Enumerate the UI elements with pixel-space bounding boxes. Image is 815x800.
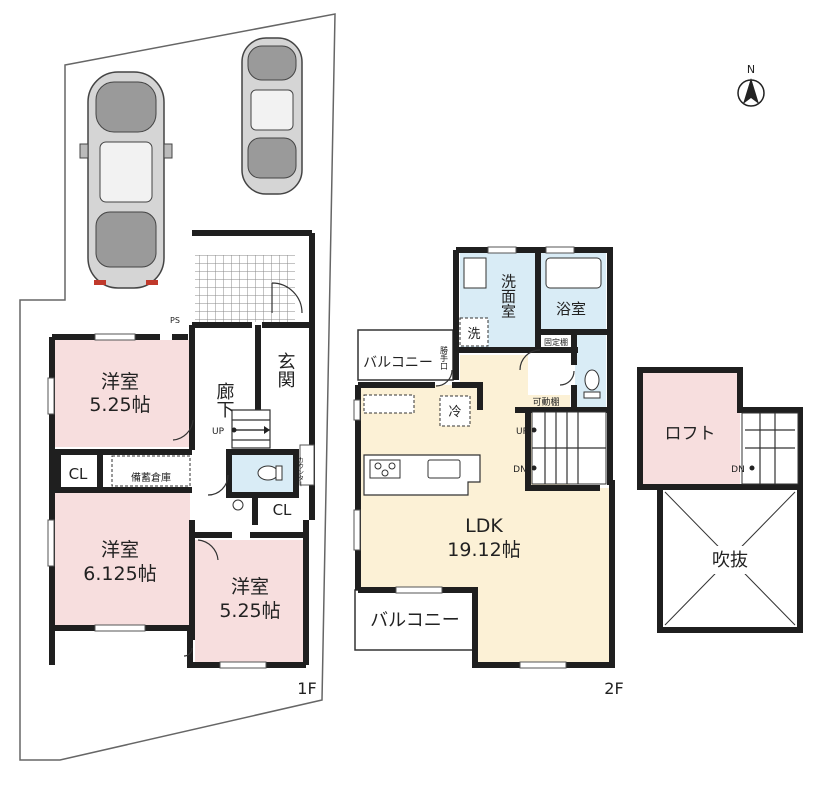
- svg-text:冷: 冷: [448, 405, 461, 420]
- ps-label: PS: [170, 316, 180, 325]
- room-c-fill: [195, 540, 305, 665]
- back-door-label: 勝手口: [440, 345, 449, 370]
- dn-label-2f: DN: [513, 465, 527, 475]
- stair-icon: [531, 411, 607, 485]
- tiled-porch: [195, 255, 295, 322]
- windows-1f: [47, 333, 315, 669]
- car-icon: [79, 71, 173, 289]
- up-label-1f: UP: [212, 427, 225, 437]
- toilet-icon: [583, 369, 601, 399]
- corridor-label: 廊下: [214, 382, 235, 418]
- entrance-label: 玄関: [275, 352, 296, 388]
- loft-label: ロフト: [665, 424, 716, 444]
- north-arrow-icon: N: [737, 63, 765, 107]
- room-a-fill: [52, 340, 190, 447]
- room-a-name: 洋室: [101, 371, 139, 393]
- room-c-size: 5.25帖: [219, 600, 280, 622]
- floor2-label: 2F: [604, 679, 623, 698]
- toilet-icon: [257, 465, 283, 481]
- room-a-size: 5.25帖: [89, 394, 150, 416]
- balcony-top-label: バルコニー: [363, 355, 433, 371]
- floor1-label: 1F: [297, 679, 316, 698]
- room-b-fill: [52, 490, 190, 625]
- closet-1-label: CL: [69, 465, 88, 483]
- void-label-bg: [700, 546, 760, 574]
- dn-label-loft: DN: [731, 465, 745, 475]
- svg-text:洗: 洗: [467, 327, 480, 342]
- sink-icon: [232, 499, 244, 511]
- fridge-icon: 冷: [439, 395, 471, 427]
- stove-icon: [369, 459, 401, 479]
- bathtub-icon: [545, 257, 602, 289]
- car-icon: [241, 37, 303, 195]
- fixed-shelf-label: 固定棚: [544, 337, 568, 347]
- bath-label: 浴室: [556, 300, 586, 318]
- wall-door-arcs-2f: [435, 349, 575, 387]
- wall-door-arcs-1f: [172, 282, 303, 657]
- stair-icon: [231, 409, 271, 449]
- washroom-label: 洗面室: [499, 274, 517, 319]
- walls-loft: [637, 367, 803, 633]
- movable-shelf-label: 可動棚: [532, 396, 559, 408]
- loft-room-fill: [640, 372, 740, 487]
- balcony-bottom-label: バルコニー: [370, 610, 460, 631]
- ldk-size: 19.12帖: [447, 539, 520, 561]
- up-label-2f: UP: [516, 427, 529, 437]
- room-b-name: 洋室: [101, 539, 139, 561]
- windows-2f: [353, 246, 575, 669]
- room-b-size: 6.125帖: [83, 563, 156, 585]
- balcony-bottom: [354, 589, 476, 651]
- kitchen-sink: [427, 459, 461, 479]
- counter-label: カウンター: [297, 457, 304, 487]
- storage-label: 備蓄倉庫: [131, 471, 171, 484]
- ldk-name: LDK: [465, 515, 503, 537]
- svg-text:N: N: [747, 63, 755, 76]
- closet-2-label: CL: [273, 501, 292, 519]
- stair-icon: [745, 413, 795, 484]
- void-label: 吹抜: [712, 550, 748, 571]
- vanity: [463, 257, 487, 289]
- washer-icon: 洗: [459, 317, 489, 347]
- room-c-name: 洋室: [231, 576, 269, 598]
- storage-band: [111, 455, 191, 487]
- cupboard: [363, 394, 415, 414]
